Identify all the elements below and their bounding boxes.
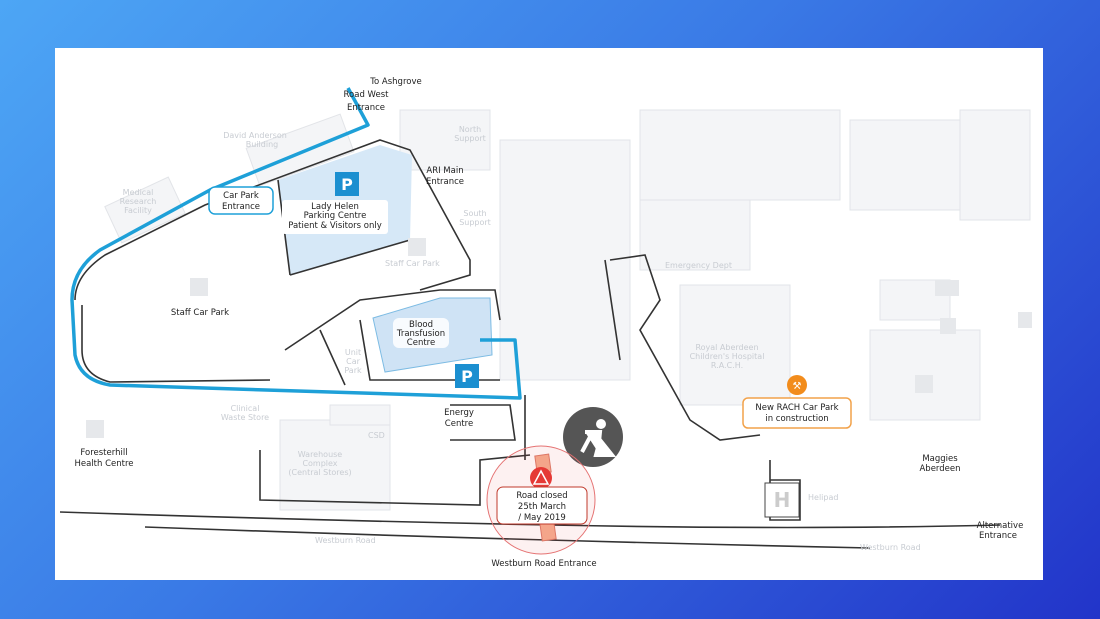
svg-text:Emergency Dept: Emergency Dept <box>665 261 732 270</box>
staff-car-park-label: Staff Car Park <box>171 308 229 318</box>
svg-text:Westburn Road: Westburn Road <box>315 536 376 545</box>
warning-triangle-icon <box>530 467 552 489</box>
svg-text:Helipad: Helipad <box>808 493 838 502</box>
helipad-icon: H <box>764 482 800 518</box>
parking-icon: P <box>455 364 479 388</box>
background-buildings <box>104 109 1031 511</box>
svg-text:New RACH Car Parkin constructi: New RACH Car Parkin construction <box>755 403 838 424</box>
svg-text:Staff Car Park: Staff Car Park <box>385 259 440 268</box>
svg-text:⚒: ⚒ <box>793 381 802 392</box>
westburn-road-entrance-label: Westburn Road Entrance <box>491 559 596 569</box>
parking-icon: P <box>335 172 359 196</box>
svg-text:CSD: CSD <box>368 431 385 440</box>
svg-text:P: P <box>341 175 353 194</box>
access-route <box>70 87 522 400</box>
svg-text:H: H <box>774 488 791 512</box>
minor-parking-icons <box>86 238 1032 438</box>
svg-text:P: P <box>461 367 473 386</box>
svg-text:Westburn Road: Westburn Road <box>860 543 921 552</box>
roadworks-icon <box>563 407 623 467</box>
